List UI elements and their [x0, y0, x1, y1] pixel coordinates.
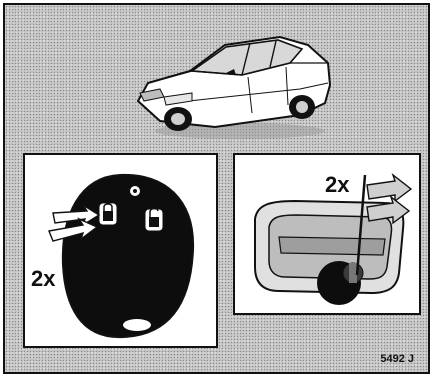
press-count-label: 2x	[325, 172, 349, 198]
double-turn-arrow-icon	[367, 175, 411, 223]
lock-button-icon	[99, 203, 117, 225]
door-handle-panel: 2x	[233, 153, 421, 315]
figure-reference: 5492 J	[380, 353, 414, 365]
remote-key-fob	[25, 155, 216, 346]
unlock-button-icon	[145, 208, 163, 231]
remote-panel: 2x	[23, 153, 218, 348]
lock-cylinder-icon	[317, 261, 363, 305]
car-illustration	[130, 23, 335, 143]
press-count-label: 2x	[31, 266, 55, 292]
illustration-frame: 2x 2x 5492 J	[3, 3, 430, 374]
